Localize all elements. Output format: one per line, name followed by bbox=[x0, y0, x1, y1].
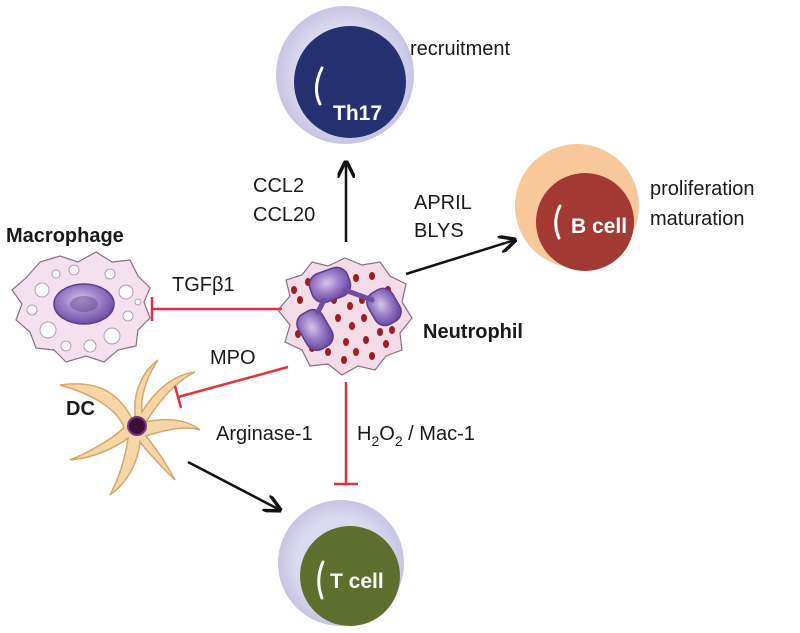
neutrophil-nucleus bbox=[296, 266, 402, 352]
th17-label: Th17 bbox=[333, 102, 382, 125]
neutrophil-cell bbox=[277, 257, 413, 376]
inhibit-dc-bar bbox=[173, 385, 183, 409]
mediator-ccl2: CCL2 bbox=[253, 175, 304, 197]
macrophage-nucleus bbox=[53, 283, 115, 325]
bcell-effect-line1: proliferation bbox=[650, 178, 755, 200]
dendritic-cell bbox=[59, 359, 201, 496]
macrophage-cell bbox=[11, 251, 151, 363]
tcell-label: T cell bbox=[330, 570, 384, 593]
neutrophil-label: Neutrophil bbox=[423, 321, 523, 343]
h2o2-sub2: 2 bbox=[395, 433, 403, 449]
t-cell: T cell bbox=[278, 500, 404, 626]
th17-core bbox=[294, 26, 406, 138]
mediator-h2o2-mac1: H2O2 / Mac-1 bbox=[357, 423, 475, 449]
dc-label: DC bbox=[66, 398, 95, 420]
h2o2-o: O bbox=[379, 423, 395, 445]
macrophage-label: Macrophage bbox=[6, 225, 124, 247]
mac1-text: / Mac-1 bbox=[403, 423, 475, 445]
mediator-mpo: MPO bbox=[210, 347, 256, 369]
dc-nucleus bbox=[127, 416, 147, 436]
bcell-label: B cell bbox=[571, 215, 627, 238]
mediator-blys: BLYS bbox=[414, 220, 464, 242]
b-cell: B cell bbox=[515, 144, 639, 271]
macrophage-vacuoles bbox=[26, 264, 142, 353]
bcell-core bbox=[536, 173, 634, 271]
mediator-april: APRIL bbox=[414, 192, 472, 214]
arrow-to-bcell bbox=[405, 240, 515, 276]
th17-cell: Th17 bbox=[276, 6, 414, 144]
h2o2-sub1: 2 bbox=[371, 433, 379, 449]
th17-highlight bbox=[315, 66, 324, 106]
tcell-highlight bbox=[317, 560, 325, 600]
th17-effect-label: recruitment bbox=[410, 38, 510, 60]
arrow-dc-to-tcell bbox=[187, 460, 280, 510]
bcell-highlight bbox=[554, 204, 562, 240]
inhibit-dc-line bbox=[177, 365, 289, 399]
mediator-tgfb1: TGFβ1 bbox=[172, 274, 235, 296]
inhibition-arrows bbox=[150, 297, 358, 486]
h2o2-h: H bbox=[357, 423, 371, 445]
bcell-effect-line2: maturation bbox=[650, 208, 745, 230]
activation-arrows bbox=[187, 162, 515, 510]
tcell-core bbox=[300, 526, 400, 626]
mediator-ccl20: CCL20 bbox=[253, 204, 315, 226]
mediator-arginase1: Arginase-1 bbox=[216, 423, 313, 445]
